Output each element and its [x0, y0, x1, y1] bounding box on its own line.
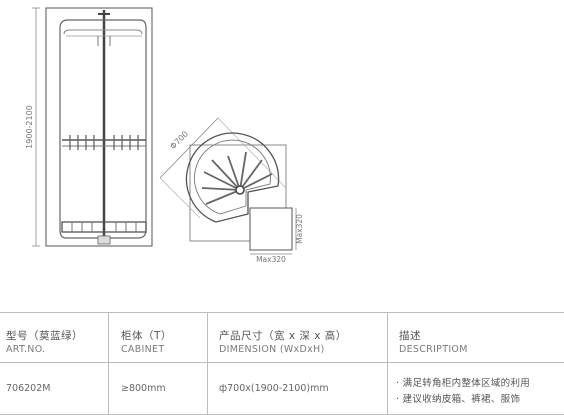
header-art-no: 型号（莫蓝绿） ART.NO.: [6, 330, 83, 355]
rotating-tray: [185, 132, 280, 223]
value-cabinet: ≥800mm: [121, 383, 166, 394]
pole-base: [97, 235, 111, 245]
description-line-2: · 建议收纳皮箱、裤裙、服饰: [396, 394, 521, 405]
bottom-shelf: [61, 221, 147, 233]
corner-cabinet-outline: [189, 144, 287, 242]
technical-drawing: 1900-2100: [25, 7, 304, 264]
description-line-1: · 满足转角柜内整体区域的利用: [396, 378, 531, 389]
center-hub: [235, 185, 245, 195]
max-door-box: [249, 207, 293, 251]
height-label: 1900-2100: [25, 105, 34, 149]
value-dimension: ф700x(1900-2100)mm: [219, 383, 329, 394]
spec-table: 型号（莫蓝绿） ART.NO. 柜体（T） CABINET 产品尺寸（宽 x 深…: [0, 312, 564, 415]
header-dimension: 产品尺寸（宽 x 深 x 高） DIMENSION (WxDxH): [219, 330, 347, 355]
header-cabinet: 柜体（T） CABINET: [121, 330, 172, 355]
header-description: 描述 DESCRIPTIOM: [399, 330, 468, 355]
diameter-dimension-line: [159, 117, 219, 179]
max-horizontal-label: Max320: [256, 255, 286, 264]
tray-slats: [201, 151, 273, 205]
plan-view: [159, 117, 297, 255]
max-vertical-label: Max320: [295, 214, 304, 244]
table-top-rule: [0, 312, 564, 313]
value-art-no: 706202M: [6, 383, 51, 394]
diameter-label: Φ700: [168, 129, 190, 151]
front-elevation: [32, 7, 153, 247]
drawing-svg: 1900-2100: [25, 7, 304, 264]
table-header-rule: [0, 362, 564, 363]
middle-hooks: [69, 135, 139, 150]
cabinet-outline: [45, 7, 153, 247]
